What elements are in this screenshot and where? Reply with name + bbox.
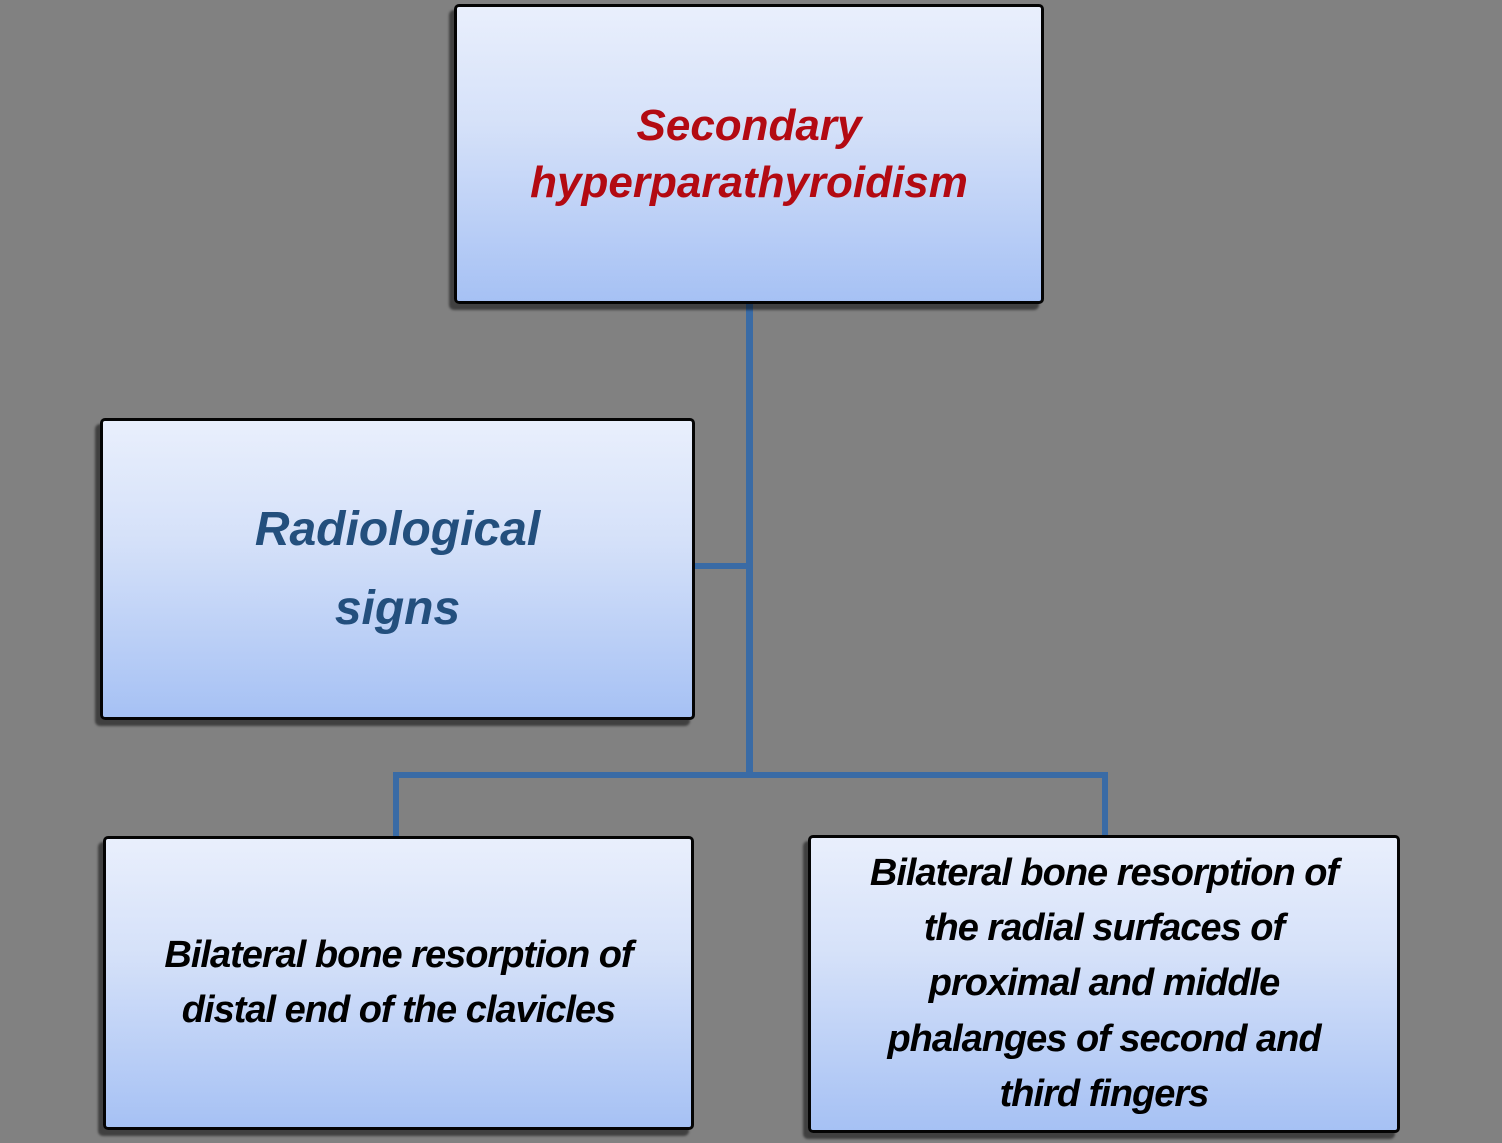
node-phalanges-resorption-label: Bilateral bone resorption of the radial … bbox=[869, 852, 1339, 1115]
connector-drop-left bbox=[393, 772, 399, 836]
node-clavicle-resorption: Bilateral bone resorption of distal end … bbox=[103, 836, 694, 1130]
connector-drop-right bbox=[1102, 772, 1108, 836]
node-radiological-signs: Radiological signs bbox=[100, 418, 695, 720]
connector-branch-horizontal bbox=[393, 772, 1108, 778]
node-phalanges-resorption: Bilateral bone resorption of the radial … bbox=[808, 835, 1400, 1133]
node-secondary-hyperparathyroidism: Secondary hyperparathyroidism bbox=[454, 4, 1044, 304]
node-secondary-hyperparathyroidism-label: Secondary hyperparathyroidism bbox=[530, 100, 968, 207]
node-radiological-signs-label: Radiological signs bbox=[254, 502, 541, 635]
connector-trunk-vertical bbox=[746, 302, 753, 778]
node-clavicle-resorption-label: Bilateral bone resorption of distal end … bbox=[164, 933, 633, 1031]
connector-category-stub bbox=[695, 563, 746, 569]
